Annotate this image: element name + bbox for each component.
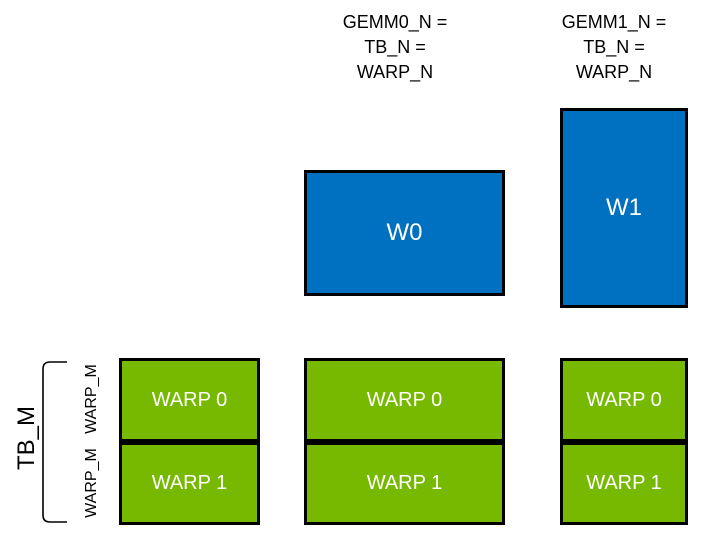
warp-m-label-bottom: WARP_M [83,448,100,518]
colB-warp0-label: WARP 0 [366,388,443,411]
gemm0-n-header-line3: WARP_N [356,62,434,82]
warp-tile-w1-label: W1 [606,194,642,221]
gemm0-n-header-line2: TB_N = [364,37,426,57]
gemm0-n-header: GEMM0_N = TB_N = WARP_N [310,10,480,85]
gemm1-n-header-line1: GEMM1_N = [561,12,667,32]
tb-m-label: TB_M [13,406,40,471]
warp-tile-w1: W1 [560,108,688,308]
colB-warp1-label: WARP 1 [366,472,443,494]
gemm0-n-header-line1: GEMM0_N = [342,12,448,32]
colA-warp1-label: WARP 1 [151,472,228,494]
gemm1-n-header: GEMM1_N = TB_N = WARP_N [529,10,699,85]
colB-warp0-tile: WARP 0 [304,358,505,442]
gemm1-n-header-line3: WARP_N [575,62,653,82]
colB-warp1-tile: WARP 1 [304,442,505,525]
warp-tile-w0-label: W0 [386,219,423,246]
colA-warp1-tile: WARP 1 [119,442,260,525]
colA-warp0-label: WARP 0 [151,388,228,411]
tb-m-bracket [42,361,67,523]
colC-warp1-tile: WARP 1 [560,442,688,525]
gemm1-n-header-line2: TB_N = [583,37,645,57]
warp-tile-w0: W0 [304,170,505,296]
colA-warp0-tile: WARP 0 [119,358,260,442]
colC-warp0-tile: WARP 0 [560,358,688,442]
colC-warp1-label: WARP 1 [586,472,662,494]
colC-warp0-label: WARP 0 [586,388,662,411]
